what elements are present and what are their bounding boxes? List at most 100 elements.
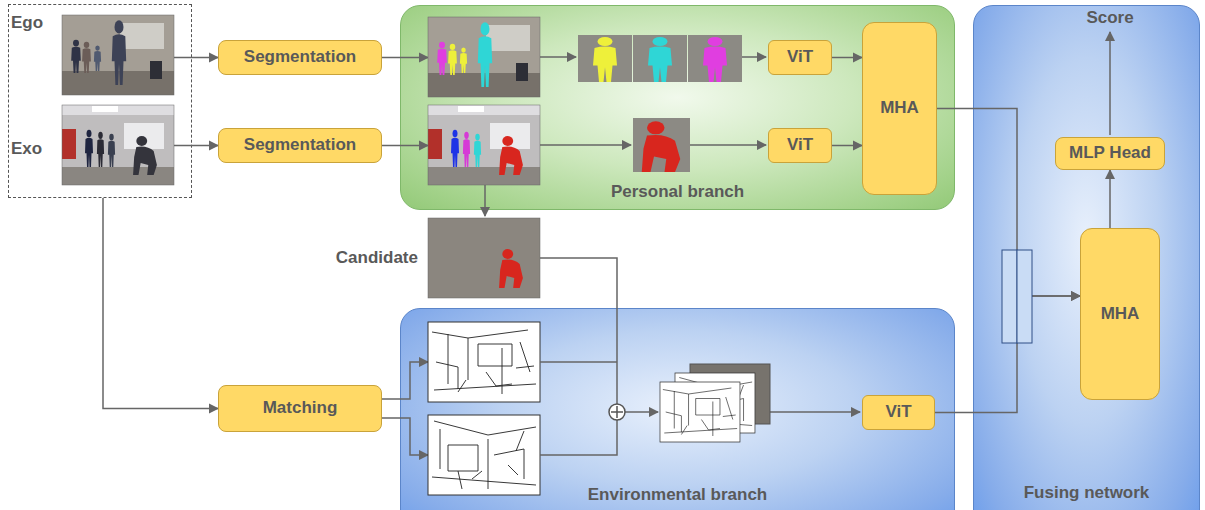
ego-segmentation-image <box>428 17 540 97</box>
edge-map <box>428 322 540 402</box>
candidate-crop <box>633 118 690 172</box>
ego-segmentation-image <box>437 42 447 75</box>
ego-segmentation-image <box>448 44 457 75</box>
box-label: Segmentation <box>244 47 356 67</box>
ego-photo <box>62 15 174 95</box>
flow-arrow <box>103 198 218 409</box>
edge-map <box>428 322 540 402</box>
candidate-crop <box>633 118 690 172</box>
text-holder: Exo <box>11 139 42 159</box>
text-holder: Fusing network <box>974 483 1199 503</box>
output-label: Score <box>1086 8 1133 27</box>
edge-map <box>428 415 540 495</box>
exo-photo <box>62 105 174 185</box>
flow-line <box>742 56 766 58</box>
box-label: MHA <box>880 98 919 118</box>
exo-segmentation-image <box>474 134 481 167</box>
image-caption: Candidate <box>336 248 418 267</box>
exo-segmentation-image <box>499 136 523 175</box>
process-box: Segmentation <box>218 128 382 163</box>
flow-line <box>540 144 631 146</box>
process-box: MHA <box>1080 228 1160 400</box>
flow-line <box>625 411 658 413</box>
ego-photo <box>94 46 101 71</box>
process-box: Matching <box>218 385 382 432</box>
box-label: Segmentation <box>244 135 356 155</box>
box-label: ViT <box>787 47 813 67</box>
box-label: MLP Head <box>1069 143 1151 163</box>
flow-line <box>770 411 860 413</box>
candidate-crop <box>642 121 681 172</box>
panel-title: Personal branch <box>611 182 744 201</box>
process-box: MHA <box>862 22 937 195</box>
connectors <box>103 58 1110 456</box>
flow-arrow <box>1109 170 1111 228</box>
sum-symbol <box>609 404 625 420</box>
flow-arrow <box>832 145 862 147</box>
box-label: MHA <box>1101 304 1140 324</box>
exo-segmentation-image <box>451 130 459 167</box>
flow-line <box>540 258 617 404</box>
exo-photo <box>97 132 104 167</box>
process-box: ViT <box>862 395 935 430</box>
ego-segmentation-image <box>428 17 540 97</box>
image-stack <box>660 382 740 442</box>
sum-symbol <box>611 406 623 418</box>
flow-line <box>485 32 1110 455</box>
candidate-mask <box>428 218 540 298</box>
flow-arrow <box>382 57 428 59</box>
process-box: ViT <box>768 40 832 75</box>
flow-line <box>1109 32 1111 135</box>
candidate-mask <box>499 249 523 288</box>
box-label: ViT <box>787 135 813 155</box>
input-label: Ego <box>11 13 43 32</box>
person-crops <box>593 37 617 82</box>
flow-arrow <box>832 57 862 59</box>
input-label: Exo <box>11 139 42 158</box>
process-box: ViT <box>768 128 832 163</box>
person-crops <box>703 37 727 82</box>
text-holder: Score <box>1080 8 1140 28</box>
flow-arrow <box>174 145 218 147</box>
ego-photo <box>62 15 174 95</box>
person-crops <box>688 35 742 82</box>
flow-line <box>540 56 576 58</box>
flow-line <box>540 361 617 363</box>
box-label: Matching <box>263 398 338 418</box>
exo-photo <box>133 136 157 175</box>
ego-segmentation-image <box>478 22 492 87</box>
sum-symbol <box>609 404 625 420</box>
feature-vector <box>1002 250 1017 343</box>
person-crops <box>578 35 742 82</box>
text-holder: Ego <box>11 13 43 33</box>
flow-arrow <box>382 418 428 455</box>
flow-line <box>690 144 766 146</box>
image-stack <box>660 364 770 442</box>
panel-title: Environmental branch <box>588 485 767 504</box>
flow-line <box>484 185 486 216</box>
panel-title: Fusing network <box>1024 483 1150 502</box>
ego-photo <box>82 42 91 73</box>
exo-photo <box>62 105 174 185</box>
ego-photo <box>71 40 81 73</box>
exo-photo <box>108 134 115 167</box>
ego-photo <box>112 20 126 85</box>
process-box: MLP Head <box>1055 137 1165 170</box>
feature-vector <box>1017 250 1032 343</box>
image-stack <box>660 382 740 442</box>
text-holder: Candidate <box>318 248 418 268</box>
box-label: ViT <box>885 402 911 422</box>
flow-arrow <box>382 145 428 147</box>
exo-segmentation-image <box>463 132 470 167</box>
exo-photo <box>85 130 93 167</box>
edge-map <box>428 415 540 495</box>
flow-arrow <box>174 57 218 59</box>
candidate-mask <box>428 218 540 298</box>
flow-line <box>540 420 617 455</box>
exo-segmentation-image <box>428 105 540 185</box>
process-box: Segmentation <box>218 40 382 75</box>
exo-segmentation-image <box>428 105 540 185</box>
ego-segmentation-image <box>460 48 467 73</box>
